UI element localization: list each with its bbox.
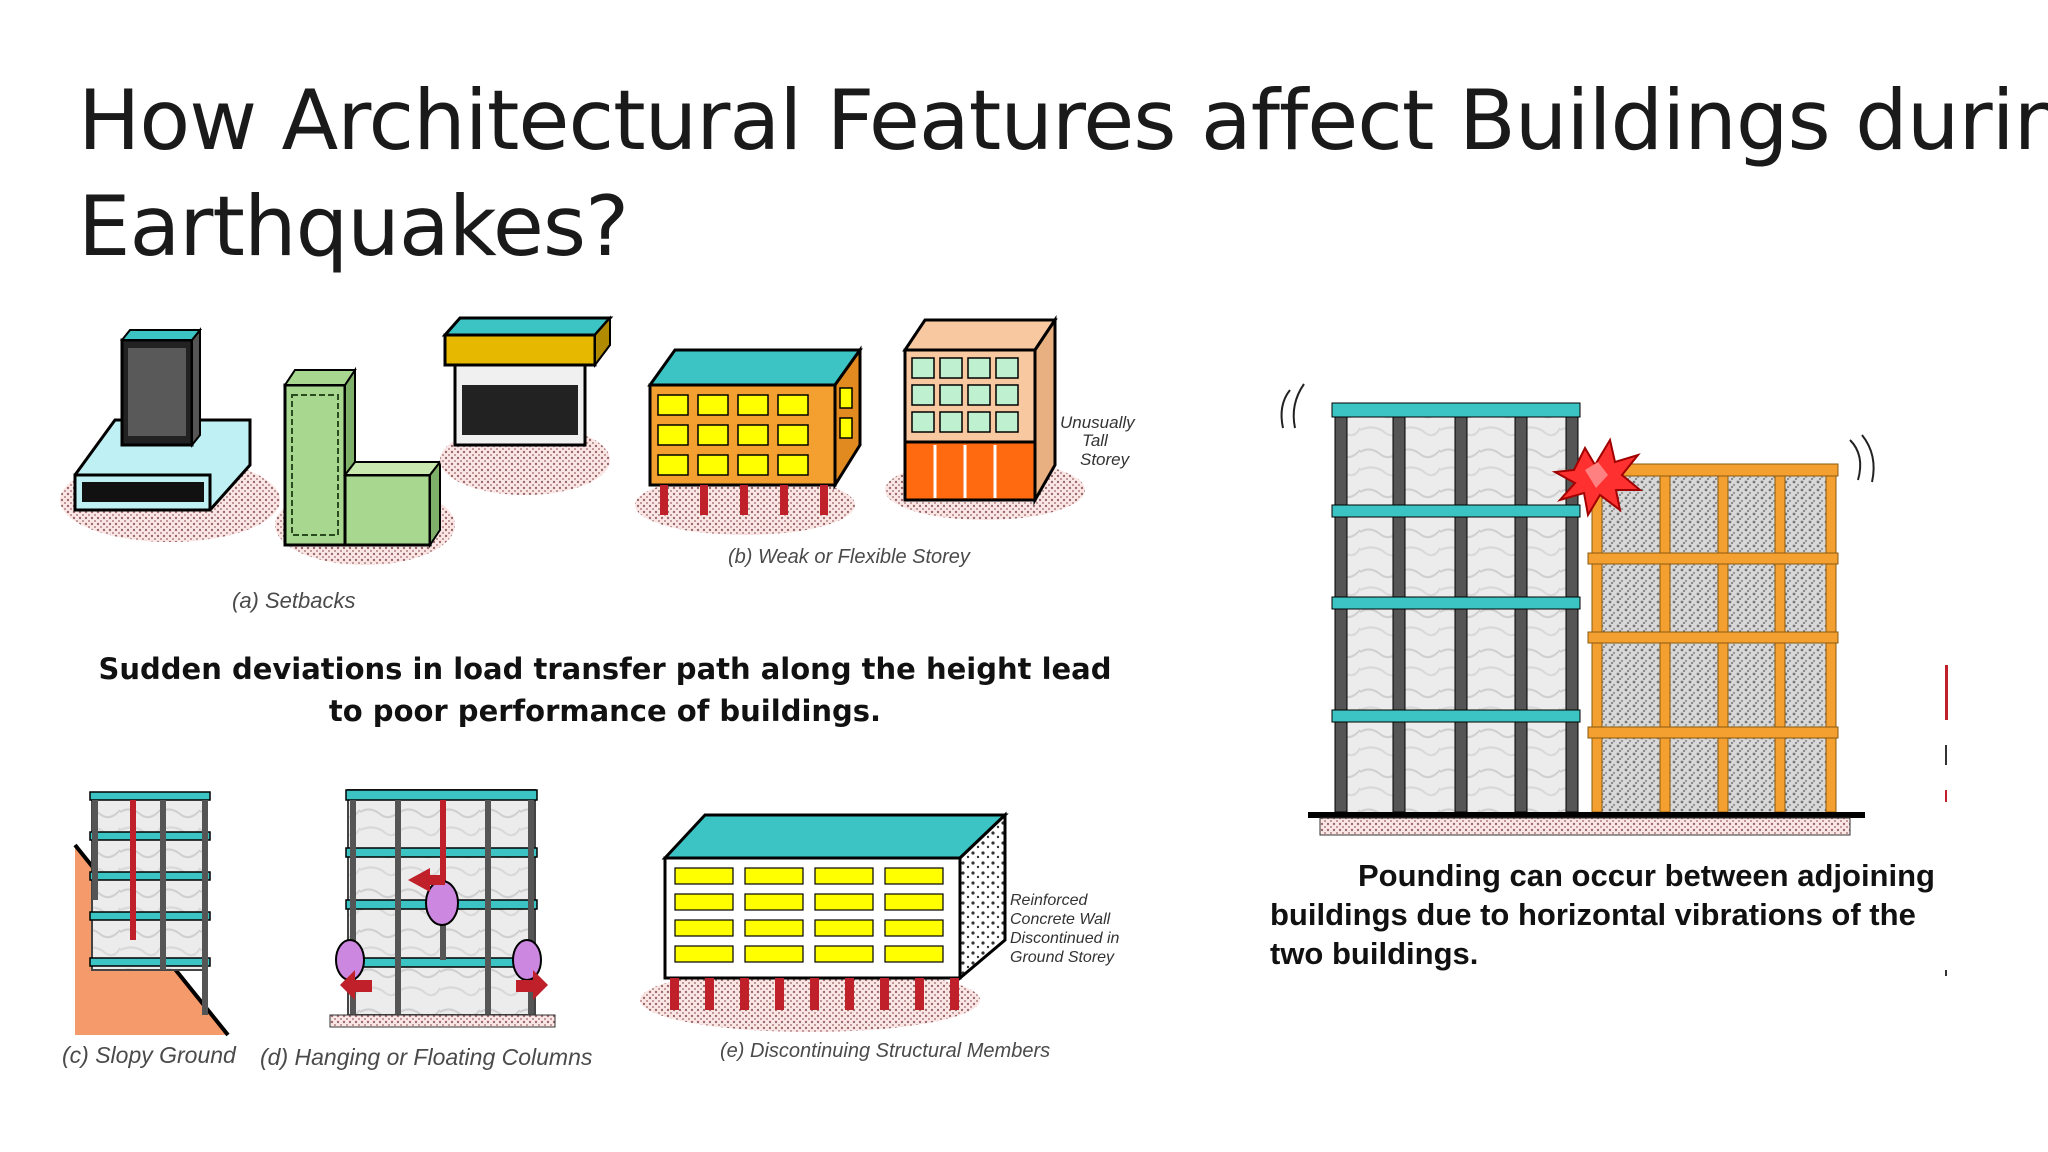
hanging-columns-illustration: [329, 789, 556, 1028]
weak-storey-illustration: Unusually Tall Storey: [635, 315, 1139, 535]
caption-hanging-columns: (d) Hanging or Floating Columns: [260, 1044, 593, 1070]
pounding-illustration: [1280, 383, 1948, 976]
tall-storey-label: Unusually Tall Storey: [1060, 413, 1139, 469]
slide-title: How Architectural Features affect Buildi…: [78, 68, 2048, 280]
caption-discontinuing: (e) Discontinuing Structural Members: [720, 1040, 1050, 1062]
setbacks-illustration: [60, 315, 614, 565]
discontinuing-members-illustration: Reinforced Concrete Wall Discontinued in…: [640, 811, 1124, 1032]
pounding-line-2: buildings due to horizontal vibrations o…: [1270, 897, 1916, 932]
caption-weak-storey: (b) Weak or Flexible Storey: [728, 546, 971, 568]
title-line-1: How Architectural Features affect Buildi…: [78, 72, 2048, 169]
deviation-text: Sudden deviations in load transfer path …: [98, 652, 1112, 728]
title-line-2: Earthquakes?: [78, 178, 629, 275]
caption-setbacks: (a) Setbacks: [232, 588, 356, 613]
rc-wall-label: Reinforced Concrete Wall Discontinued in…: [1010, 892, 1124, 966]
pounding-text: Pounding can occur between adjoining bui…: [1270, 856, 1970, 973]
caption-slopy-ground: (c) Slopy Ground: [62, 1042, 237, 1068]
pounding-line-3: two buildings.: [1270, 936, 1479, 971]
pounding-line-1: Pounding can occur between adjoining: [1358, 858, 1935, 893]
slopy-ground-illustration: [73, 791, 230, 1037]
